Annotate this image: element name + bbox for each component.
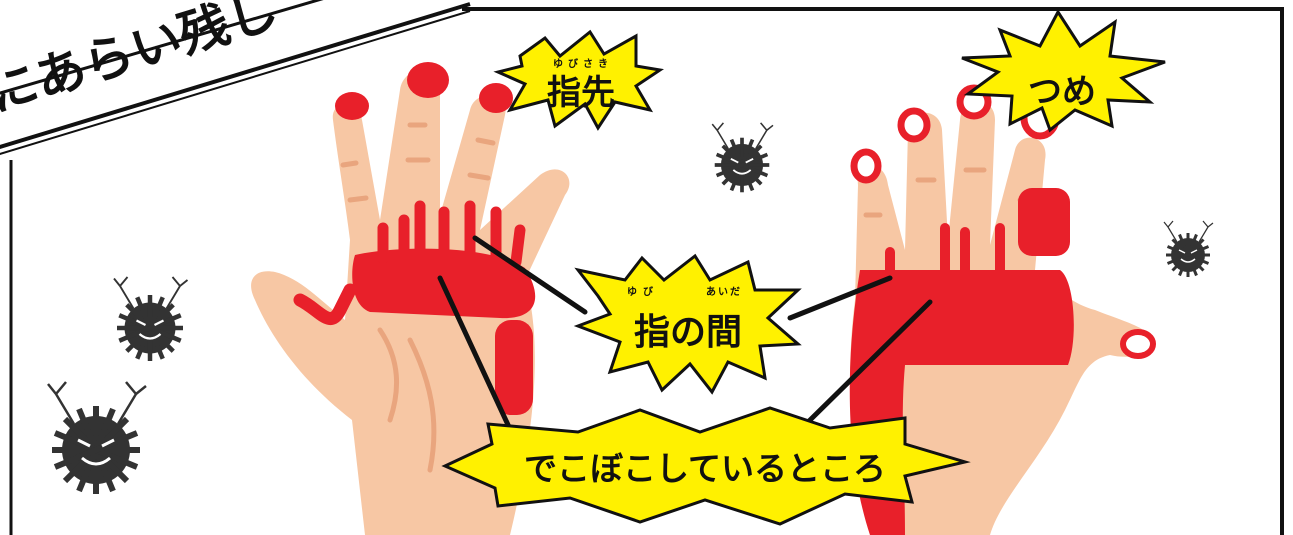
between-fingers-label-burst: ゆび あいだ 指の間 <box>573 253 802 395</box>
bumpy-areas-label: でこぼこしているところ <box>524 449 886 488</box>
fingertips-label-burst: ゆびさき 指先 <box>493 29 664 131</box>
germ-icon <box>48 382 146 494</box>
fingertips-label: 指先 <box>547 73 615 113</box>
diagram-frame <box>9 7 1284 535</box>
callout-lines <box>437 235 933 443</box>
bumpy-areas-label-burst: でこぼこしているところ <box>441 406 971 526</box>
germ-icon <box>710 120 775 195</box>
left-hand-missed-areas <box>293 62 536 415</box>
between-fingers-ruby-aida: あいだ <box>706 285 742 298</box>
germ-icon <box>114 277 188 361</box>
right-hand-back-illustration <box>849 84 1156 535</box>
left-hand-palm-illustration <box>251 62 570 535</box>
right-hand-missed-areas <box>849 84 1156 535</box>
germ-icon <box>1162 219 1215 279</box>
between-fingers-ruby-yubi: ゆび <box>627 285 659 298</box>
nails-label: つめ <box>1028 72 1096 112</box>
fingertips-ruby: ゆびさき <box>553 57 613 70</box>
between-fingers-label: 指の間 <box>634 312 742 353</box>
nails-label-burst: つめ <box>961 9 1166 133</box>
